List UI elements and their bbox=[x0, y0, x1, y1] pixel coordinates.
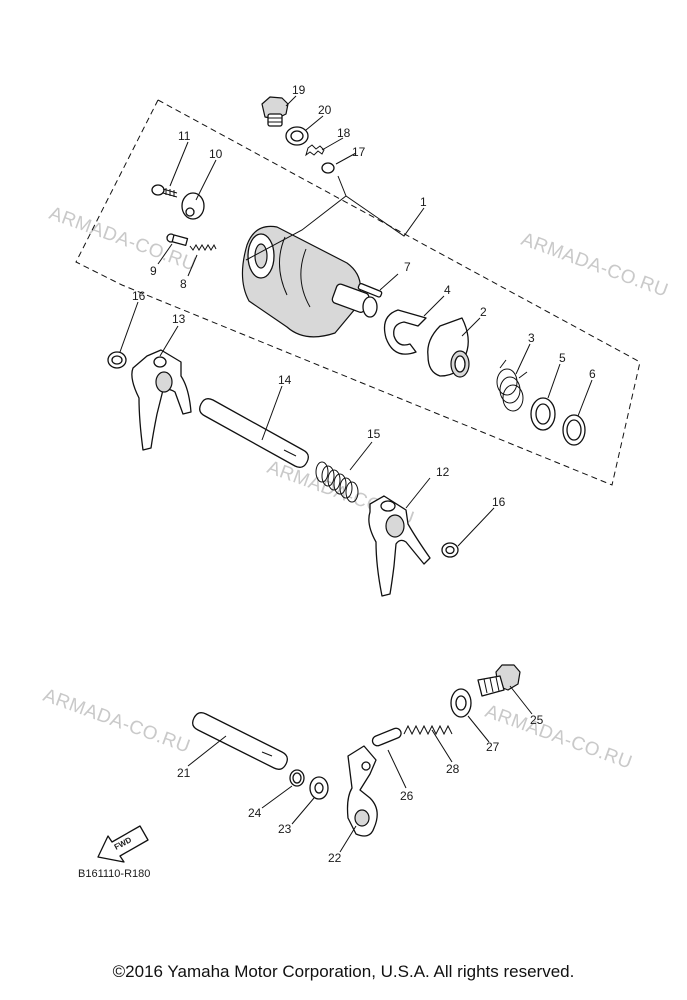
callout-8: 8 bbox=[180, 277, 187, 291]
part-21-shaft bbox=[192, 712, 288, 770]
part-18-spring bbox=[305, 144, 325, 157]
part-11-screw bbox=[151, 184, 178, 198]
callout-4: 4 bbox=[444, 283, 451, 297]
part-19-plug-bolt bbox=[261, 96, 289, 127]
part-3-torsion-spring bbox=[496, 359, 528, 412]
callout-6: 6 bbox=[589, 367, 596, 381]
callout-2: 2 bbox=[480, 305, 487, 319]
part-2-collar bbox=[427, 317, 470, 378]
part-26-pin bbox=[371, 727, 402, 747]
callout-3: 3 bbox=[528, 331, 535, 345]
assembly-outline-right bbox=[157, 99, 641, 363]
callout-21: 21 bbox=[177, 766, 191, 780]
part-20-gasket bbox=[285, 126, 309, 146]
part-5-washer bbox=[530, 397, 556, 431]
part-7-pin bbox=[357, 282, 383, 298]
part-13-shift-fork bbox=[131, 349, 192, 451]
part-6-circlip bbox=[562, 414, 586, 446]
callout-9: 9 bbox=[150, 264, 157, 278]
callout-10: 10 bbox=[209, 147, 223, 161]
copyright-notice: ©2016 Yamaha Motor Corporation, U.S.A. A… bbox=[112, 962, 575, 981]
watermark-4: ARMADA-CO.RU bbox=[40, 685, 193, 758]
callout-12: 12 bbox=[436, 465, 450, 479]
callout-20: 20 bbox=[318, 103, 332, 117]
watermark-5: ARMADA-CO.RU bbox=[482, 701, 635, 774]
part-22-stopper-lever bbox=[346, 745, 378, 837]
part-16-circlip-left bbox=[107, 351, 127, 369]
callout-15: 15 bbox=[367, 427, 381, 441]
part-10-plate bbox=[181, 192, 205, 220]
leader-lines bbox=[119, 95, 593, 853]
callout-numbers: 1 2 3 4 5 6 7 8 9 10 11 12 13 14 15 16 1… bbox=[132, 83, 596, 865]
callout-16-upper: 16 bbox=[132, 289, 146, 303]
part-25-bolt bbox=[477, 664, 521, 697]
callout-18: 18 bbox=[337, 126, 351, 140]
part-15-spring bbox=[315, 461, 359, 503]
part-27-washer bbox=[450, 688, 472, 718]
callout-23: 23 bbox=[278, 822, 292, 836]
part-17-ball bbox=[321, 162, 335, 174]
callout-24: 24 bbox=[248, 806, 262, 820]
part-28-spring bbox=[403, 724, 453, 736]
callout-17: 17 bbox=[352, 145, 366, 159]
part-16-circlip-right bbox=[441, 542, 459, 558]
part-24-circlip bbox=[289, 769, 305, 787]
callout-26: 26 bbox=[400, 789, 414, 803]
callout-14: 14 bbox=[278, 373, 292, 387]
callout-11: 11 bbox=[178, 129, 191, 143]
callout-13: 13 bbox=[172, 312, 186, 326]
part-12-shift-fork bbox=[368, 495, 431, 597]
watermark-2: ARMADA-CO.RU bbox=[518, 229, 671, 302]
callout-28: 28 bbox=[446, 762, 460, 776]
callout-7: 7 bbox=[404, 260, 411, 274]
callout-16-lower: 16 bbox=[492, 495, 506, 509]
callout-19: 19 bbox=[292, 83, 306, 97]
callout-27: 27 bbox=[486, 740, 500, 754]
callout-25: 25 bbox=[530, 713, 544, 727]
part-4-segment bbox=[383, 309, 427, 355]
part-8-spring bbox=[189, 243, 217, 251]
part-1-shift-drum bbox=[241, 225, 378, 338]
callout-22: 22 bbox=[328, 851, 342, 865]
part-23-washer bbox=[309, 776, 329, 800]
callout-1: 1 bbox=[420, 195, 427, 209]
assembly-outline-upper bbox=[75, 99, 641, 486]
drawing-code: B161110-R180 bbox=[78, 868, 150, 880]
fwd-arrow-icon: FWD bbox=[97, 825, 149, 863]
part-9-pin bbox=[166, 233, 189, 247]
part-14-shift-fork-shaft bbox=[199, 398, 309, 468]
callout-5: 5 bbox=[559, 351, 566, 365]
